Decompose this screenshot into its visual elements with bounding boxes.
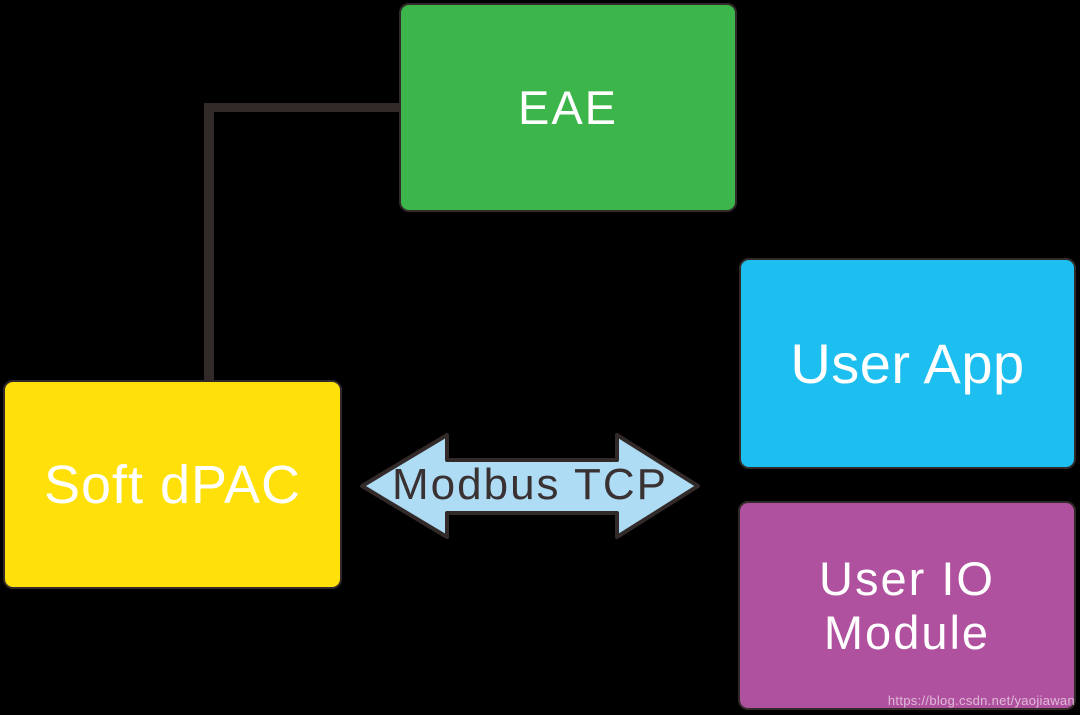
node-soft-dpac-label: Soft dPAC	[43, 454, 302, 515]
diagram-node-user-app: User App	[739, 258, 1076, 469]
watermark-url: https://blog.csdn.net/yaojiawan	[887, 693, 1075, 708]
node-user-io-module-label: User IO Module	[819, 552, 995, 660]
diagram-node-soft-dpac: Soft dPAC	[3, 380, 342, 589]
node-user-app-label: User App	[790, 332, 1025, 395]
connector-eae-softdpac-horizontal	[204, 103, 401, 112]
node-user-io-module-label-line1: User IO	[819, 551, 995, 605]
diagram-node-eae: EAE	[399, 3, 737, 212]
node-user-io-module-label-line2: Module	[823, 605, 991, 659]
node-eae-label: EAE	[517, 81, 619, 134]
connection-protocol-label: Modbus TCP	[392, 460, 668, 509]
double-arrow-icon	[360, 433, 700, 539]
double-arrow-shape	[360, 433, 700, 539]
diagram-node-user-io-module: User IO Module	[738, 501, 1076, 710]
connector-eae-softdpac-vertical	[204, 103, 214, 380]
